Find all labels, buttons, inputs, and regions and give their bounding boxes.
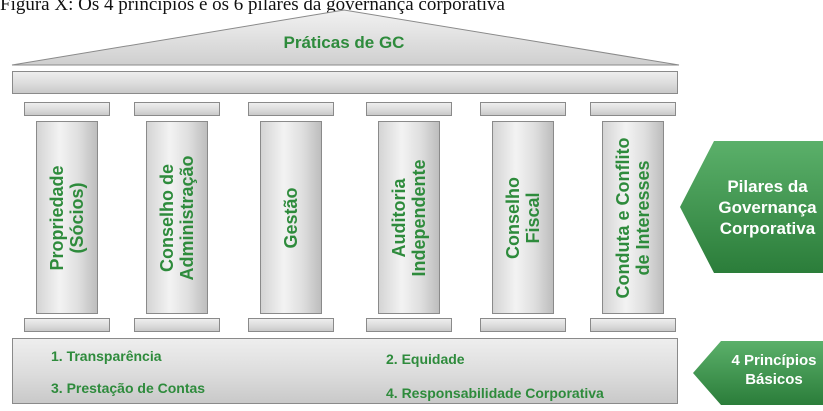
principle-3: 3. Prestação de Contas	[51, 380, 206, 396]
capital-5	[480, 102, 566, 116]
capital-1	[24, 102, 110, 116]
principle-1: 1. Transparência	[51, 348, 162, 364]
plinth-5	[480, 318, 566, 332]
principle-2: 2. Equidade	[386, 351, 465, 367]
plinth-1	[24, 318, 110, 332]
plinth-4	[366, 318, 452, 332]
principle-4: 4. Responsabilidade Corporativa	[386, 385, 604, 401]
pillars-badge-label: Pilares da Governança Corporativa	[718, 177, 817, 238]
temple-roof	[11, 9, 680, 66]
plinth-6	[590, 318, 676, 332]
figure-caption: Figura X: Os 4 princípios e os 6 pilares…	[0, 0, 505, 15]
foundation-base: 1. Transparência 2. Equidade 3. Prestaçã…	[12, 338, 678, 404]
entablature	[12, 71, 678, 94]
principles-badge-shape	[693, 341, 823, 405]
pillars-badge-shape	[680, 141, 823, 273]
principles-badge-label: 4 Princípios Básicos	[731, 352, 817, 388]
capital-2	[134, 102, 220, 116]
pillar-propriedade: Propriedade(Sócios)	[36, 121, 98, 314]
capital-3	[248, 102, 334, 116]
roof-title: Práticas de GC	[283, 33, 405, 52]
capital-6	[590, 102, 676, 116]
capital-4	[366, 102, 452, 116]
plinth-2	[134, 318, 220, 332]
pillar-gestao: Gestão	[260, 121, 322, 314]
plinth-3	[248, 318, 334, 332]
